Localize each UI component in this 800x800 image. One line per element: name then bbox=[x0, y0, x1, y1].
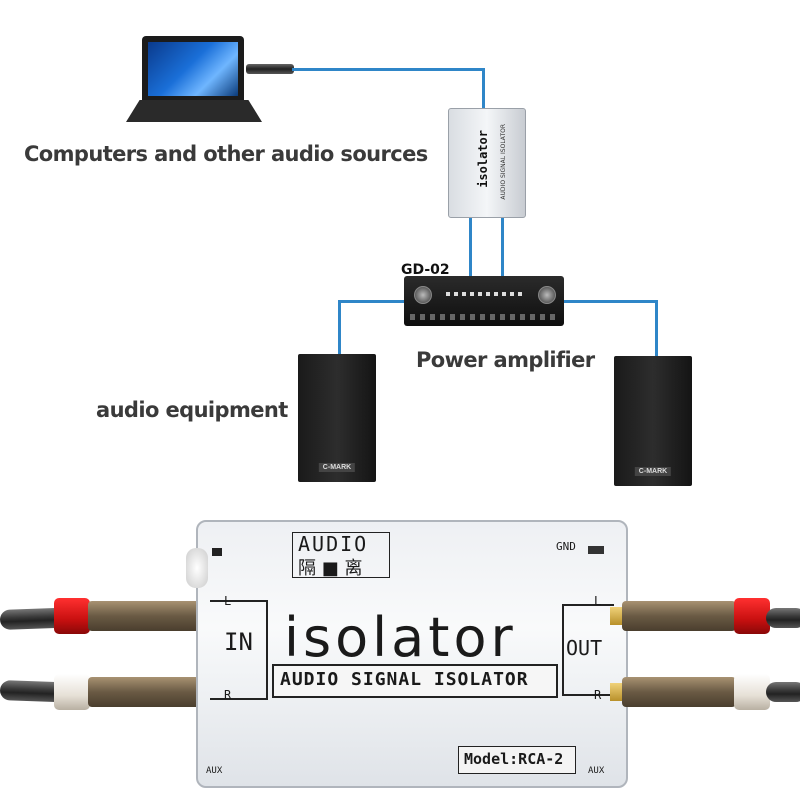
rca-body-in-r bbox=[88, 677, 200, 707]
isolator-device bbox=[196, 520, 628, 788]
rca-tip-out-l bbox=[610, 607, 624, 625]
out-label: OUT bbox=[566, 636, 603, 660]
out-l-label: L bbox=[594, 594, 602, 608]
device-subtext: AUDIO SIGNAL ISOLATOR bbox=[280, 669, 529, 690]
wire-drop-to-isolator bbox=[482, 68, 485, 110]
speaker-badge: C-MARK bbox=[318, 463, 356, 472]
gnd-switch-icon bbox=[588, 546, 604, 554]
wire-isolator-to-amp-left bbox=[469, 215, 472, 277]
amp-button-row bbox=[446, 292, 526, 296]
small-isolator-text: isolator bbox=[476, 130, 490, 188]
laptop-keyboard bbox=[126, 100, 262, 122]
wire-amp-to-left-speaker-h bbox=[338, 300, 406, 303]
small-isolator-subtext: AUDIO SIGNAL ISOLATOR bbox=[500, 124, 507, 200]
small-isolator-device bbox=[448, 108, 526, 218]
aux-right-label: AUX bbox=[588, 766, 605, 776]
speaker-badge: C-MARK bbox=[634, 467, 672, 476]
cable-out-left bbox=[766, 608, 800, 628]
rca-tip-out-r bbox=[610, 683, 624, 701]
device-main-text: isolator bbox=[284, 606, 517, 669]
wire-source-to-isolator bbox=[292, 68, 484, 71]
power-jack-icon bbox=[186, 548, 208, 588]
wire-amp-to-right-speaker-v bbox=[655, 300, 658, 356]
audio-title-box bbox=[292, 532, 390, 578]
in-r-label: R bbox=[224, 688, 232, 702]
model-box bbox=[458, 746, 576, 774]
amplifier-label: Power amplifier bbox=[416, 348, 595, 372]
rca-plug-red-out bbox=[734, 598, 770, 634]
cable-out-right bbox=[766, 682, 800, 702]
out-r-label: R bbox=[594, 688, 602, 702]
device-title-top: AUDIO bbox=[298, 532, 369, 556]
rca-body-out-l bbox=[622, 601, 736, 631]
wire-isolator-to-amp-right bbox=[501, 215, 504, 277]
amp-knob-icon bbox=[414, 286, 432, 304]
in-bracket bbox=[210, 600, 268, 700]
device-title-bottom: 隔 ■ 离 bbox=[298, 558, 363, 579]
rca-plug-red-in bbox=[54, 598, 90, 634]
speaker-right-icon: C-MARK bbox=[614, 356, 692, 486]
in-l-label: L bbox=[224, 594, 232, 608]
wire-amp-to-right-speaker-h bbox=[562, 300, 658, 303]
device-subtext-box bbox=[272, 664, 558, 698]
sources-label: Computers and other audio sources bbox=[24, 142, 428, 166]
laptop-display bbox=[148, 42, 238, 96]
gnd-label: GND bbox=[556, 540, 576, 553]
rca-body-in-l bbox=[88, 601, 200, 631]
amp-knob-icon bbox=[538, 286, 556, 304]
speaker-left-icon: C-MARK bbox=[298, 354, 376, 482]
out-bracket bbox=[562, 604, 614, 696]
in-label: IN bbox=[224, 628, 253, 656]
rca-plug-white-in bbox=[54, 674, 90, 710]
indicator-icon bbox=[212, 548, 222, 556]
equipment-label: audio equipment bbox=[96, 398, 288, 422]
wire-amp-to-left-speaker-v bbox=[338, 300, 341, 356]
amp-control-row bbox=[410, 314, 558, 320]
audio-plug-icon bbox=[246, 64, 294, 74]
rca-body-out-r bbox=[622, 677, 736, 707]
amp-model-label: GD-02 bbox=[401, 262, 450, 278]
model-label: Model:RCA-2 bbox=[464, 750, 564, 768]
rca-plug-white-out bbox=[734, 674, 770, 710]
aux-left-label: AUX bbox=[206, 766, 223, 776]
